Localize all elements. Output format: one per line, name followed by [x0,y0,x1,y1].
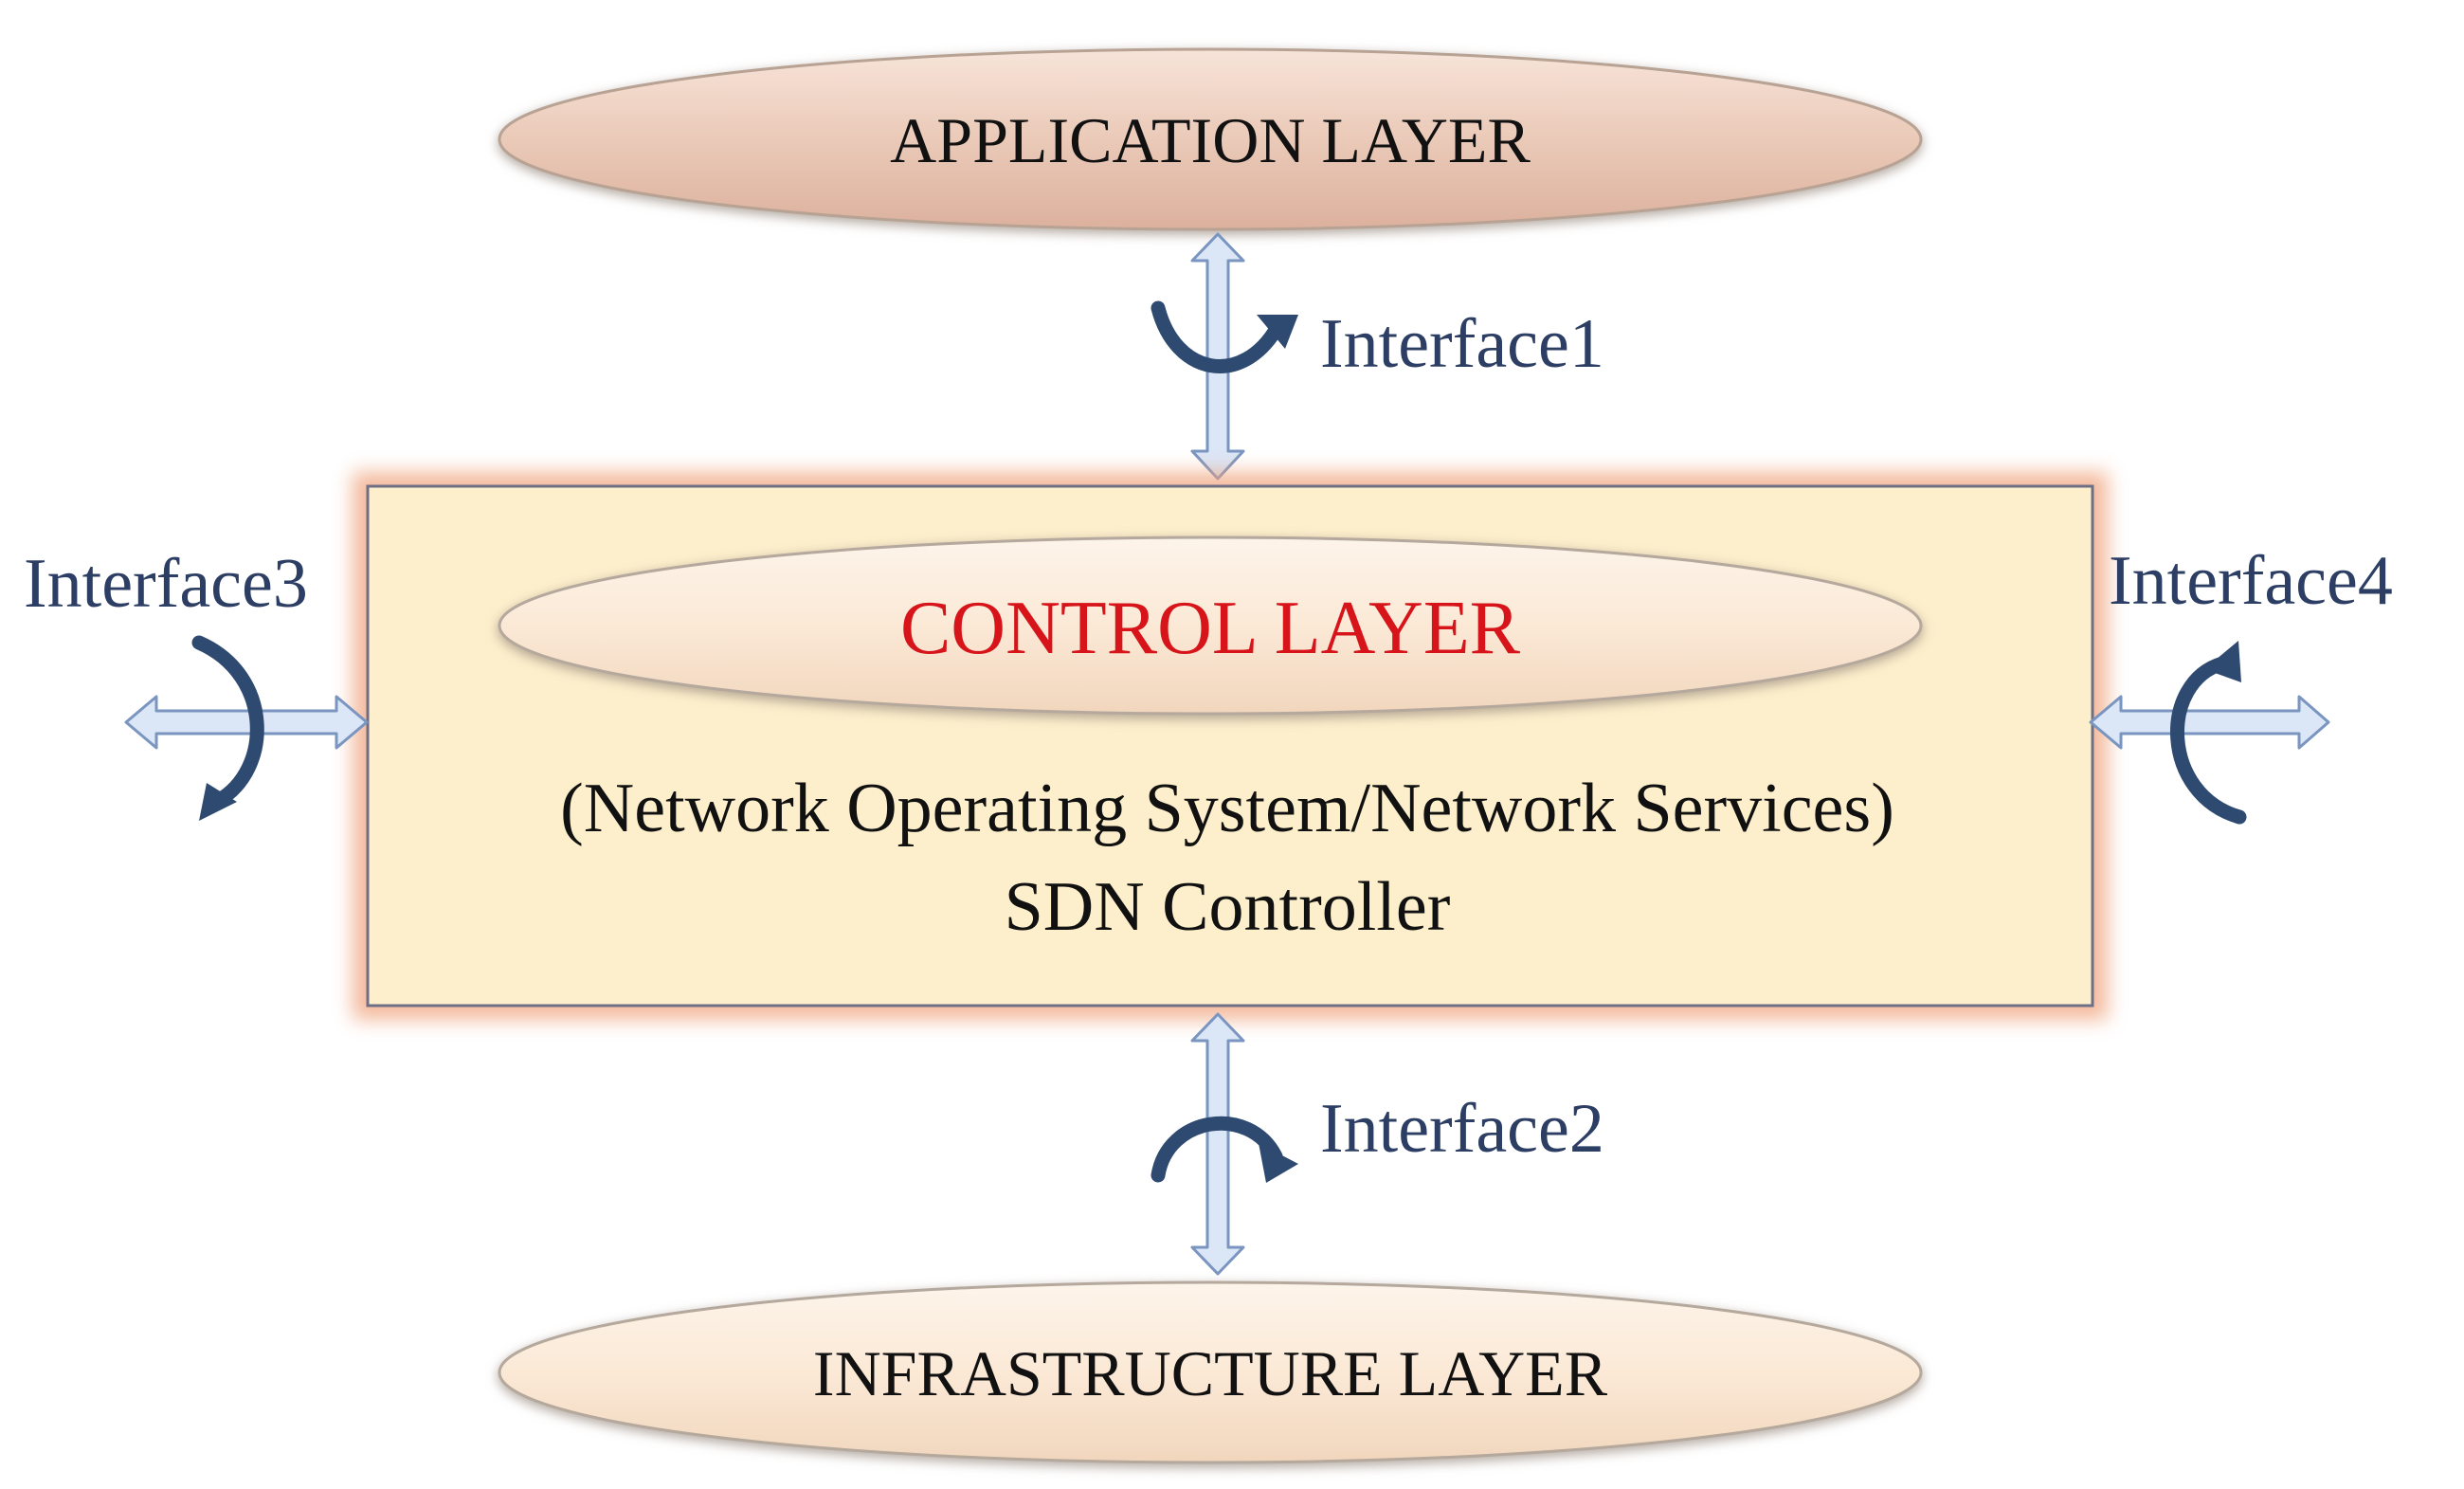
rotate-arrow-icon [1150,1116,1298,1183]
control-layer-label: CONTROL LAYER [900,587,1521,670]
interface1-label: Interface1 [1320,305,1604,383]
application-layer: APPLICATION LAYER [498,47,1923,231]
infrastructure-layer-ellipse [498,1280,1923,1464]
interface1-arrow: Interface1 [1150,232,1604,481]
interface2-label: Interface2 [1320,1090,1604,1168]
interface4-arrow: Interface4 [2089,542,2393,825]
rotate-arrow-icon [1150,300,1298,373]
controller-description: (Network Operating System/Network Servic… [560,770,1894,847]
controller-box: CONTROL LAYER (Network Operating System/… [353,472,2108,1020]
application-layer-ellipse [498,47,1923,231]
application-layer-label: APPLICATION LAYER [890,104,1531,176]
interface4-label: Interface4 [2109,542,2393,620]
infrastructure-layer-label: INFRASTRUCTURE LAYER [813,1337,1608,1409]
rotate-arrow-icon [2170,641,2247,825]
interface3-label: Interface3 [24,545,308,623]
control-layer-ellipse [498,536,1923,716]
controller-title: SDN Controller [1005,868,1451,946]
double-arrow-icon [124,695,369,750]
interface3-arrow: Interface3 [24,545,369,821]
interface2-arrow: Interface2 [1150,1012,1604,1276]
infrastructure-layer: INFRASTRUCTURE LAYER [498,1280,1923,1464]
double-arrow-icon [1190,1012,1245,1276]
double-arrow-icon [2089,695,2330,750]
rotate-arrow-icon [191,635,264,821]
